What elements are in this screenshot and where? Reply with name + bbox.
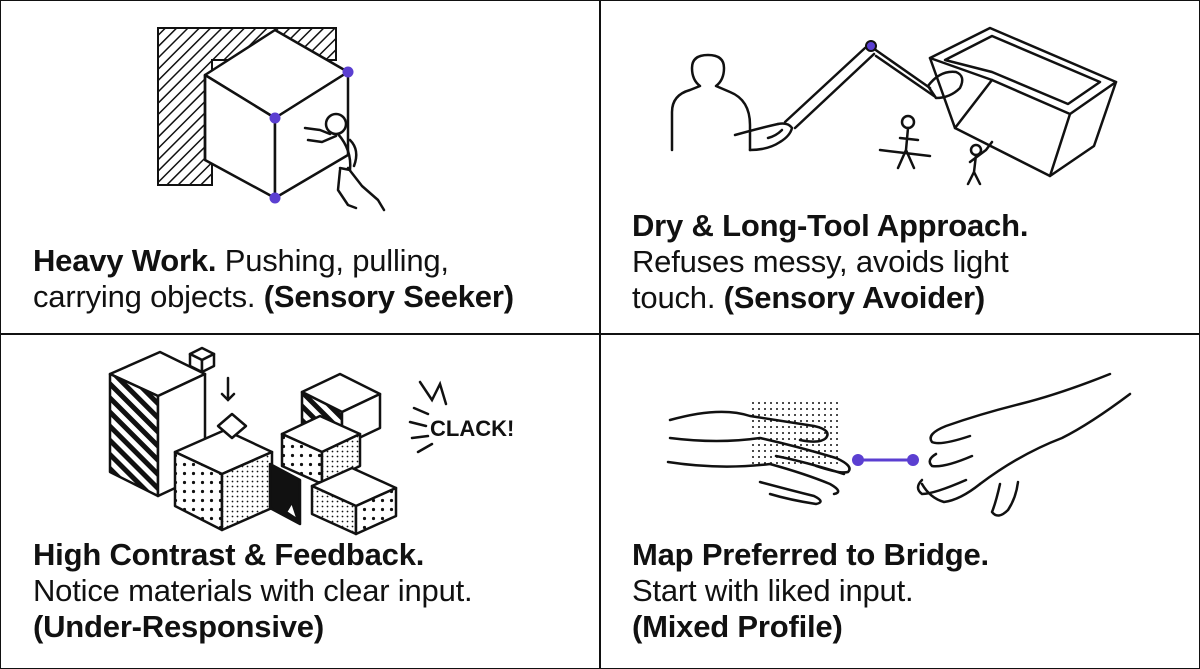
body-text: Notice materials with clear input. — [33, 573, 473, 608]
panel-map-preferred: Map Preferred to Bridge. Start with like… — [600, 334, 1200, 669]
body-text: carrying objects. — [33, 279, 264, 314]
profile-tag: (Sensory Seeker) — [263, 279, 514, 314]
caption-map-preferred: Map Preferred to Bridge. Start with like… — [632, 537, 989, 645]
panel-dry-long-tool: Dry & Long-Tool Approach. Refuses messy,… — [600, 0, 1200, 334]
hands-bridge-icon — [666, 372, 1132, 517]
body-text: Start with liked input. — [632, 573, 914, 608]
panel-high-contrast: CLACK! High Contrast & Feedback. Notice … — [0, 334, 600, 669]
body-text: Refuses messy, avoids light — [632, 244, 1009, 279]
body-text: Pushing, pulling, — [216, 243, 449, 278]
panel-heavy-work: Heavy Work. Pushing, pulling, carrying o… — [0, 0, 600, 334]
caption-dry-long-tool: Dry & Long-Tool Approach. Refuses messy,… — [632, 208, 1028, 316]
caption-high-contrast: High Contrast & Feedback. Notice materia… — [33, 537, 473, 645]
profile-tag: (Sensory Avoider) — [723, 280, 986, 315]
blocks-contrast-icon: CLACK! — [108, 346, 514, 536]
profile-tag: (Mixed Profile) — [632, 609, 843, 644]
profile-tag: (Under-Responsive) — [33, 609, 324, 644]
cube-push-icon — [157, 27, 386, 212]
horizontal-divider — [0, 333, 1200, 335]
sound-effect-label: CLACK! — [430, 416, 514, 441]
caption-heavy-work: Heavy Work. Pushing, pulling, carrying o… — [33, 243, 514, 315]
heading: Heavy Work. — [33, 243, 217, 278]
heading: Dry & Long-Tool Approach. — [632, 208, 1029, 243]
heading: High Contrast & Feedback. — [33, 537, 425, 572]
body-text: touch. — [632, 280, 724, 315]
heading: Map Preferred to Bridge. — [632, 537, 989, 572]
long-tool-bin-icon — [670, 26, 1118, 186]
